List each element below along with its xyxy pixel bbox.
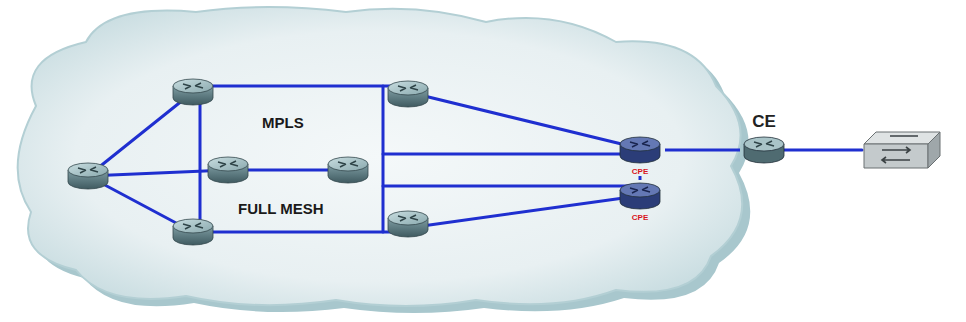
cpe-router: CPE [615, 134, 665, 176]
device-label: CPE [615, 167, 665, 176]
device-title: CE [740, 112, 788, 132]
network-label: FULL MESH [238, 200, 324, 217]
router-icon [618, 134, 662, 166]
device-label: CPE [615, 213, 665, 222]
router-icon [618, 180, 662, 212]
link-line [665, 150, 740, 151]
link-line [640, 176, 641, 180]
network-label: MPLS [262, 114, 304, 131]
ce-router: CE [740, 112, 788, 166]
router-icon [742, 134, 786, 166]
cpe-router: CPE [615, 180, 665, 222]
